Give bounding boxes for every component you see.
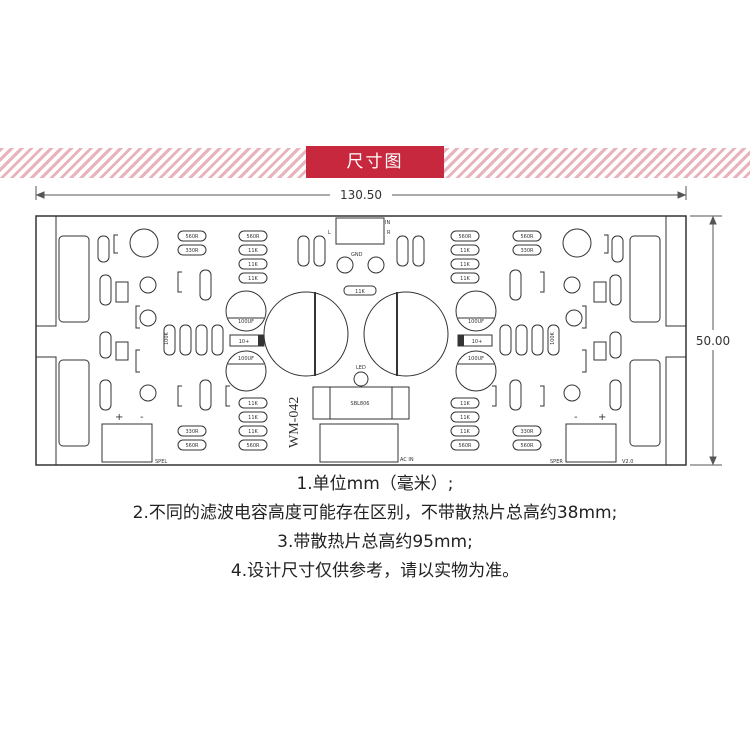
note-4: 4.设计尺寸仅供参考，请以实物为准。 (230, 561, 520, 581)
svg-text:10+: 10+ (239, 339, 250, 345)
input-connector (335, 217, 385, 245)
resistor-stack-left-b (238, 230, 268, 451)
speaker-terminal-right (565, 423, 617, 463)
resistor-vertical-misc (97, 235, 624, 411)
bridge-label: SBL806 (351, 401, 370, 407)
svg-text:560R: 560R (520, 443, 534, 449)
resistor-row-left-middle (163, 324, 224, 356)
svg-text:560R: 560R (246, 443, 260, 449)
width-label: 130.50 (340, 188, 382, 202)
svg-text:10+: 10+ (472, 339, 483, 345)
cap-100uf-left-bottom (225, 350, 267, 392)
resistor-stack-right-b (450, 230, 480, 451)
svg-text:11K: 11K (248, 276, 258, 282)
board-model: WM-042 (287, 397, 302, 448)
resistor-stack-right-a (512, 230, 542, 451)
input-l: L (328, 230, 331, 236)
resistor-11k-center (343, 285, 377, 296)
notes-section: 1.单位mm（毫米）; 2.不同的滤波电容高度可能存在区别，不带散热片总高约38… (0, 470, 750, 586)
gnd-label: GND (351, 252, 363, 258)
svg-text:560R: 560R (185, 234, 199, 240)
resistor-stack-left-a (177, 230, 207, 451)
svg-text:100UF: 100UF (468, 356, 484, 362)
svg-text:11K: 11K (248, 248, 258, 254)
speaker-left-minus: - (140, 412, 144, 423)
svg-text:100UF: 100UF (468, 319, 484, 325)
cap-small-right (562, 228, 592, 258)
small-transistors (113, 234, 609, 407)
cap-100uf-right-bottom (455, 350, 497, 392)
led (353, 371, 369, 387)
svg-text:100UF: 100UF (238, 356, 254, 362)
note-1: 1.单位mm（毫米）; (296, 474, 454, 494)
input-r: R (387, 230, 391, 236)
svg-text:11K: 11K (248, 262, 258, 268)
svg-text:11K: 11K (248, 401, 258, 407)
svg-text:11K: 11K (460, 429, 470, 435)
ac-in-terminal (319, 423, 399, 463)
svg-text:11K: 11K (460, 415, 470, 421)
cap-100uf-left-top (225, 290, 267, 332)
svg-text:330R: 330R (185, 429, 199, 435)
led-label: LED (356, 365, 366, 371)
svg-text:11K: 11K (355, 289, 365, 295)
svg-text:11K: 11K (460, 262, 470, 268)
speaker-left-plus: + (115, 412, 123, 423)
svg-text:330R: 330R (185, 248, 199, 254)
speaker-right-plus: + (598, 412, 606, 423)
transistor-right-bottom (629, 359, 661, 447)
svg-text:560R: 560R (458, 234, 472, 240)
note-3: 3.带散热片总高约95mm; (277, 532, 473, 552)
svg-text:330R: 330R (520, 248, 534, 254)
transistor-left-bottom (58, 359, 90, 447)
input-cap-left (336, 256, 354, 274)
svg-text:11K: 11K (460, 276, 470, 282)
svg-text:100K: 100K (164, 331, 170, 345)
filter-capacitor-right (363, 291, 449, 377)
resistor-row-right-middle (499, 324, 560, 356)
heatsink-right-top (665, 215, 687, 327)
input-in: IN (385, 220, 390, 226)
filter-capacitor-left (263, 291, 349, 377)
svg-text:100K: 100K (550, 331, 556, 345)
svg-text:330R: 330R (520, 429, 534, 435)
diodes (115, 281, 607, 361)
height-dimension (690, 215, 722, 466)
heatsink-right-bottom (665, 356, 687, 466)
heatsink-left-top (35, 215, 57, 327)
svg-text:560R: 560R (520, 234, 534, 240)
heatsink-left-bottom (35, 356, 57, 466)
speaker-right-minus: - (574, 412, 578, 423)
cap-100uf-right-top (455, 290, 497, 332)
height-label: 50.00 (696, 334, 730, 348)
width-dimension (35, 186, 687, 200)
svg-text:11K: 11K (248, 415, 258, 421)
input-cap-right (367, 256, 385, 274)
version-label: V2.0 (622, 459, 633, 465)
transistor-right-top (629, 235, 661, 323)
speaker-left-label: SPEL (155, 459, 167, 465)
svg-text:11K: 11K (460, 248, 470, 254)
trimmers (139, 276, 583, 402)
ac-in-label: AC IN (400, 457, 414, 463)
speaker-right-label: SPER (550, 459, 563, 465)
speaker-terminal-left (101, 423, 153, 463)
svg-text:560R: 560R (458, 443, 472, 449)
svg-text:560R: 560R (185, 443, 199, 449)
svg-text:11K: 11K (248, 429, 258, 435)
note-2: 2.不同的滤波电容高度可能存在区别，不带散热片总高约38mm; (132, 503, 618, 523)
transistor-left-top (58, 235, 90, 323)
svg-text:11K: 11K (460, 401, 470, 407)
svg-text:100UF: 100UF (238, 319, 254, 325)
bridge-rectifier (312, 386, 410, 420)
svg-text:560R: 560R (246, 234, 260, 240)
section-title: 尺寸图 (306, 146, 444, 178)
cap-small-left (129, 228, 159, 258)
